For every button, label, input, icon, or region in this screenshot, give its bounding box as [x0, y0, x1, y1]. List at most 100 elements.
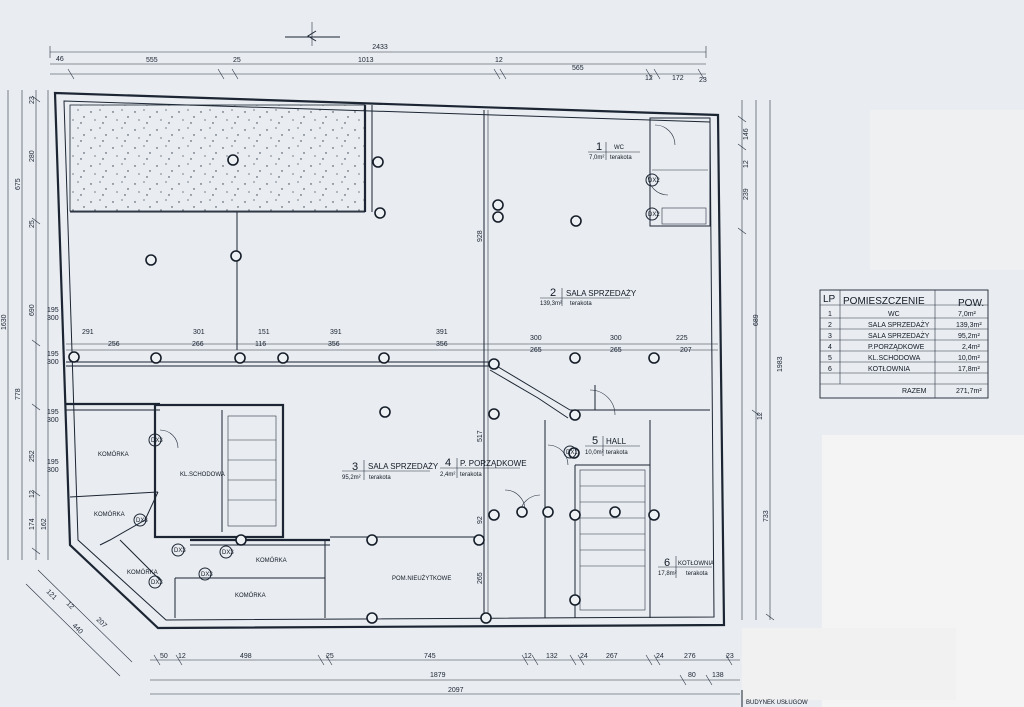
pillar: [542, 506, 554, 518]
dim-top-a: 46: [56, 56, 64, 63]
dimensions-right: 146 12 239 689 1983 12 733: [737, 100, 784, 621]
pillar: [492, 211, 504, 223]
grid-r1: 391: [330, 329, 342, 336]
pillar: [569, 352, 581, 364]
dim-diag-b: 12: [65, 600, 76, 611]
grid-r2: 116: [255, 341, 266, 348]
dim-top-h: 172: [672, 75, 684, 82]
room-3-label: 3 SALA SPRZEDAŻY 95,2m² terakota: [342, 460, 439, 481]
room-3-area: 95,2m²: [342, 475, 361, 481]
pillar: [569, 509, 581, 521]
room-6-number: 6: [664, 557, 670, 569]
grid-r2: 356: [436, 341, 448, 348]
dimensions-top: 2433 46 555 25 1013 12 565 12 172 23: [49, 44, 707, 84]
table-row-lp: 6: [828, 366, 832, 373]
dim-left-d: 25: [29, 220, 36, 228]
pillar: [378, 352, 390, 364]
dim-bottom-f: 12: [524, 653, 532, 660]
dimensions-left: 23 280 675 25 1630 690 195 300 195 300 1…: [1, 90, 59, 560]
dim-left-g2: 195: [47, 351, 59, 358]
table-header-lp: LP: [823, 294, 836, 305]
room-3-finish: terakota: [369, 475, 391, 481]
pillar: [235, 534, 247, 546]
pillars: [68, 154, 660, 624]
pillar: [230, 250, 242, 262]
dim-bottom-g: 132: [546, 653, 558, 660]
dim-total-width: 2433: [372, 44, 388, 51]
dim-bottom-total1: 1879: [430, 672, 446, 679]
room-5-area: 10,0m²: [585, 450, 604, 456]
table-row-area: 2,4m²: [962, 344, 981, 351]
room-6-label: 6 KOTŁOWNIA 17,8m² terakota: [658, 556, 714, 578]
interior-walls: [66, 110, 718, 620]
pillar: [145, 254, 157, 266]
pillar: [379, 406, 391, 418]
komorka-label-2: KOMÓRKA: [94, 511, 125, 518]
pillar: [473, 534, 485, 546]
glare-patch-small: [742, 628, 956, 700]
room-4-finish: terakota: [460, 472, 482, 478]
komorka-label-1: KOMÓRKA: [98, 451, 129, 458]
dim-bottom-j: 24: [656, 653, 664, 660]
door-tag: DX3: [151, 438, 163, 444]
grid-r1: 291: [82, 329, 94, 336]
dim-top-e: 12: [495, 57, 503, 64]
pillar: [492, 199, 504, 211]
dim-top-i: 23: [699, 77, 707, 84]
room-1-label: 1 WC 7,0m² terakota: [588, 141, 640, 161]
dim-bottom-total2: 2097: [448, 687, 464, 694]
dim-right-f: 12: [757, 412, 764, 420]
dim-left-l: 174: [29, 518, 36, 530]
pillar: [609, 506, 621, 518]
room-1-area: 7,0m²: [589, 155, 604, 161]
dim-bottom-h: 24: [580, 653, 588, 660]
table-row-area: 7,0m²: [958, 311, 977, 318]
grid-r2: 265: [530, 347, 542, 354]
dim-bottom-a: 50: [160, 653, 168, 660]
room-3-number: 3: [352, 461, 358, 473]
room-2-finish: terakota: [570, 301, 592, 307]
dim-left-g1: 195: [47, 307, 59, 314]
table-row-name: SALA SPRZEDAŻY: [868, 320, 930, 329]
room-4-number: 4: [445, 457, 451, 469]
room-4-label: 4 P. PORZĄDKOWE 2,4m² terakota: [440, 457, 527, 478]
door-tag: DX3: [136, 518, 148, 524]
pillar: [234, 352, 246, 364]
table-header-area: POW.: [958, 298, 984, 309]
dim-left-f: 690: [29, 304, 36, 316]
dim-left-a: 23: [29, 96, 36, 104]
grid-r1: 391: [436, 329, 448, 336]
grid-r2: 266: [192, 341, 204, 348]
table-row-area: 17,8m²: [958, 366, 980, 373]
pillar: [516, 506, 528, 518]
room-area-table: LP POMIESZCZENIE POW. 1 WC 7,0m² 2 SALA …: [819, 289, 989, 399]
north-arrow: [285, 22, 340, 46]
table-row-lp: 1: [828, 311, 832, 318]
dim-left-g3: 195: [47, 409, 59, 416]
table-row-lp: 3: [828, 333, 832, 340]
room-1-number: 1: [596, 141, 602, 153]
dim-top-d: 1013: [358, 57, 374, 64]
dim-left-k: 12: [29, 490, 36, 498]
door-tag: DX3: [222, 550, 234, 556]
dim-bottom-e: 745: [424, 653, 436, 660]
door-tag: DX2: [648, 178, 660, 184]
table-row-lp: 2: [828, 322, 832, 329]
dim-bottom-i: 267: [606, 653, 618, 660]
room-5-number: 5: [592, 435, 598, 447]
stairwell-label: KL.SCHODOWA: [180, 472, 225, 478]
door-tag: DX3: [174, 548, 186, 554]
grid-r1: 300: [610, 335, 622, 342]
grid-dimensions: 291 301 151 391 391 300 300 225 256 266 …: [82, 230, 692, 584]
grid-r1: 225: [676, 335, 688, 342]
dimensions-bottom: 50 12 498 25 745 12 132 24 267 24 276 23…: [150, 653, 740, 695]
pillar: [648, 352, 660, 364]
outer-walls: [53, 91, 726, 630]
dim-bottom-c: 498: [240, 653, 252, 660]
room-2-area: 139,3m²: [540, 301, 562, 307]
pillar: [366, 534, 378, 546]
grid-v1: 928: [477, 230, 484, 242]
pillar: [488, 358, 500, 370]
grid-r1: 151: [258, 329, 270, 336]
grid-r2: 356: [328, 341, 340, 348]
